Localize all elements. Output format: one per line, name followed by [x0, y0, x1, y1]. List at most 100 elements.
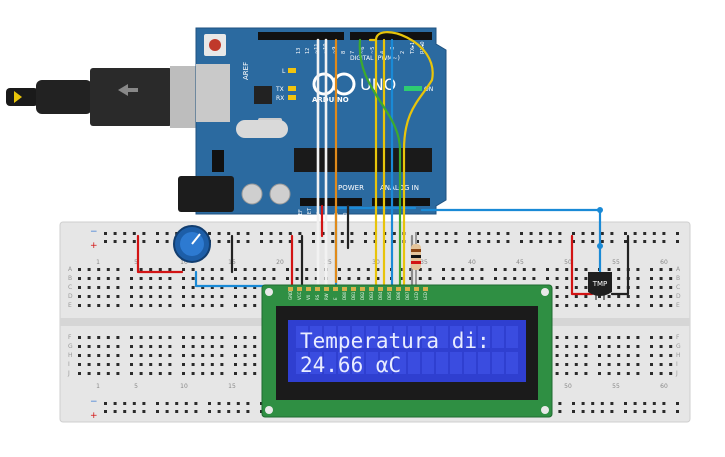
terminal-hole[interactable]: [565, 363, 569, 366]
terminal-hole[interactable]: [78, 336, 81, 339]
terminal-hole[interactable]: [130, 304, 133, 307]
rail-hole[interactable]: [165, 402, 169, 405]
terminal-hole[interactable]: [87, 336, 91, 339]
rail-hole[interactable]: [662, 402, 666, 405]
terminal-hole[interactable]: [220, 345, 224, 348]
terminal-hole[interactable]: [116, 372, 120, 375]
terminal-hole[interactable]: [626, 354, 630, 357]
rail-hole[interactable]: [392, 240, 396, 243]
rail-hole[interactable]: [572, 240, 575, 243]
rail-hole[interactable]: [113, 402, 117, 405]
rail-hole[interactable]: [208, 402, 211, 405]
terminal-hole[interactable]: [243, 354, 247, 357]
terminal-hole[interactable]: [182, 304, 185, 307]
terminal-hole[interactable]: [182, 345, 185, 348]
header-digital-high[interactable]: [258, 32, 344, 40]
terminal-hole[interactable]: [584, 345, 588, 348]
terminal-hole[interactable]: [650, 304, 653, 307]
terminal-hole[interactable]: [220, 295, 224, 298]
rail-hole[interactable]: [312, 232, 315, 235]
wire-red-tmp[interactable]: [570, 234, 594, 296]
terminal-hole[interactable]: [191, 277, 195, 280]
rail-hole[interactable]: [454, 240, 458, 243]
terminal-hole[interactable]: [565, 345, 569, 348]
rail-hole[interactable]: [123, 240, 127, 243]
terminal-hole[interactable]: [97, 295, 101, 298]
terminal-hole[interactable]: [106, 336, 110, 339]
rail-hole[interactable]: [288, 232, 292, 235]
terminal-hole[interactable]: [565, 295, 569, 298]
terminal-hole[interactable]: [182, 295, 185, 298]
rail-hole[interactable]: [487, 232, 491, 235]
terminal-hole[interactable]: [305, 277, 309, 280]
terminal-hole[interactable]: [182, 354, 185, 357]
terminal-hole[interactable]: [168, 345, 172, 348]
lcd-pin-pad[interactable]: [414, 287, 419, 291]
lcd-pin-pad[interactable]: [288, 287, 293, 291]
rail-hole[interactable]: [558, 240, 562, 243]
terminal-hole[interactable]: [253, 336, 257, 339]
terminal-hole[interactable]: [626, 304, 630, 307]
terminal-hole[interactable]: [149, 336, 153, 339]
terminal-hole[interactable]: [116, 336, 120, 339]
terminal-hole[interactable]: [584, 295, 588, 298]
rail-hole[interactable]: [633, 232, 637, 235]
terminal-hole[interactable]: [650, 345, 653, 348]
terminal-hole[interactable]: [130, 363, 133, 366]
terminal-hole[interactable]: [168, 268, 172, 271]
terminal-hole[interactable]: [210, 363, 214, 366]
terminal-hole[interactable]: [598, 354, 601, 357]
terminal-hole[interactable]: [87, 354, 91, 357]
terminal-hole[interactable]: [130, 277, 133, 280]
terminal-hole[interactable]: [659, 363, 663, 366]
terminal-hole[interactable]: [584, 372, 588, 375]
terminal-hole[interactable]: [574, 372, 578, 375]
rail-hole[interactable]: [331, 240, 335, 243]
terminal-hole[interactable]: [97, 345, 101, 348]
rail-hole[interactable]: [643, 402, 647, 405]
terminal-hole[interactable]: [106, 372, 110, 375]
rail-hole[interactable]: [600, 402, 604, 405]
terminal-hole[interactable]: [168, 304, 172, 307]
rail-hole[interactable]: [435, 232, 439, 235]
lcd-pin-pad[interactable]: [351, 287, 356, 291]
terminal-hole[interactable]: [522, 268, 526, 271]
rail-hole[interactable]: [132, 232, 136, 235]
rail-hole[interactable]: [477, 240, 481, 243]
terminal-hole[interactable]: [503, 277, 507, 280]
terminal-hole[interactable]: [607, 354, 611, 357]
terminal-hole[interactable]: [149, 363, 153, 366]
rail-hole[interactable]: [246, 232, 250, 235]
rail-hole[interactable]: [123, 410, 127, 413]
terminal-hole[interactable]: [139, 286, 143, 289]
terminal-hole[interactable]: [669, 354, 673, 357]
lcd-pin-pad[interactable]: [315, 287, 320, 291]
terminal-hole[interactable]: [191, 336, 195, 339]
terminal-hole[interactable]: [97, 304, 101, 307]
terminal-hole[interactable]: [201, 363, 205, 366]
terminal-hole[interactable]: [201, 286, 205, 289]
terminal-hole[interactable]: [243, 336, 247, 339]
rail-hole[interactable]: [123, 232, 127, 235]
terminal-hole[interactable]: [522, 277, 526, 280]
terminal-hole[interactable]: [546, 268, 549, 271]
terminal-hole[interactable]: [584, 336, 588, 339]
rail-hole[interactable]: [643, 240, 647, 243]
rail-hole[interactable]: [652, 410, 656, 413]
rail-hole[interactable]: [454, 232, 458, 235]
terminal-hole[interactable]: [584, 268, 588, 271]
rail-hole[interactable]: [610, 240, 614, 243]
rail-hole[interactable]: [487, 240, 491, 243]
terminal-hole[interactable]: [347, 277, 351, 280]
rail-hole[interactable]: [572, 402, 575, 405]
terminal-hole[interactable]: [636, 363, 640, 366]
rail-hole[interactable]: [113, 232, 117, 235]
terminal-hole[interactable]: [149, 354, 153, 357]
rail-hole[interactable]: [416, 240, 419, 243]
rail-hole[interactable]: [581, 232, 585, 235]
terminal-hole[interactable]: [253, 372, 257, 375]
terminal-hole[interactable]: [574, 286, 578, 289]
rail-hole[interactable]: [548, 240, 552, 243]
